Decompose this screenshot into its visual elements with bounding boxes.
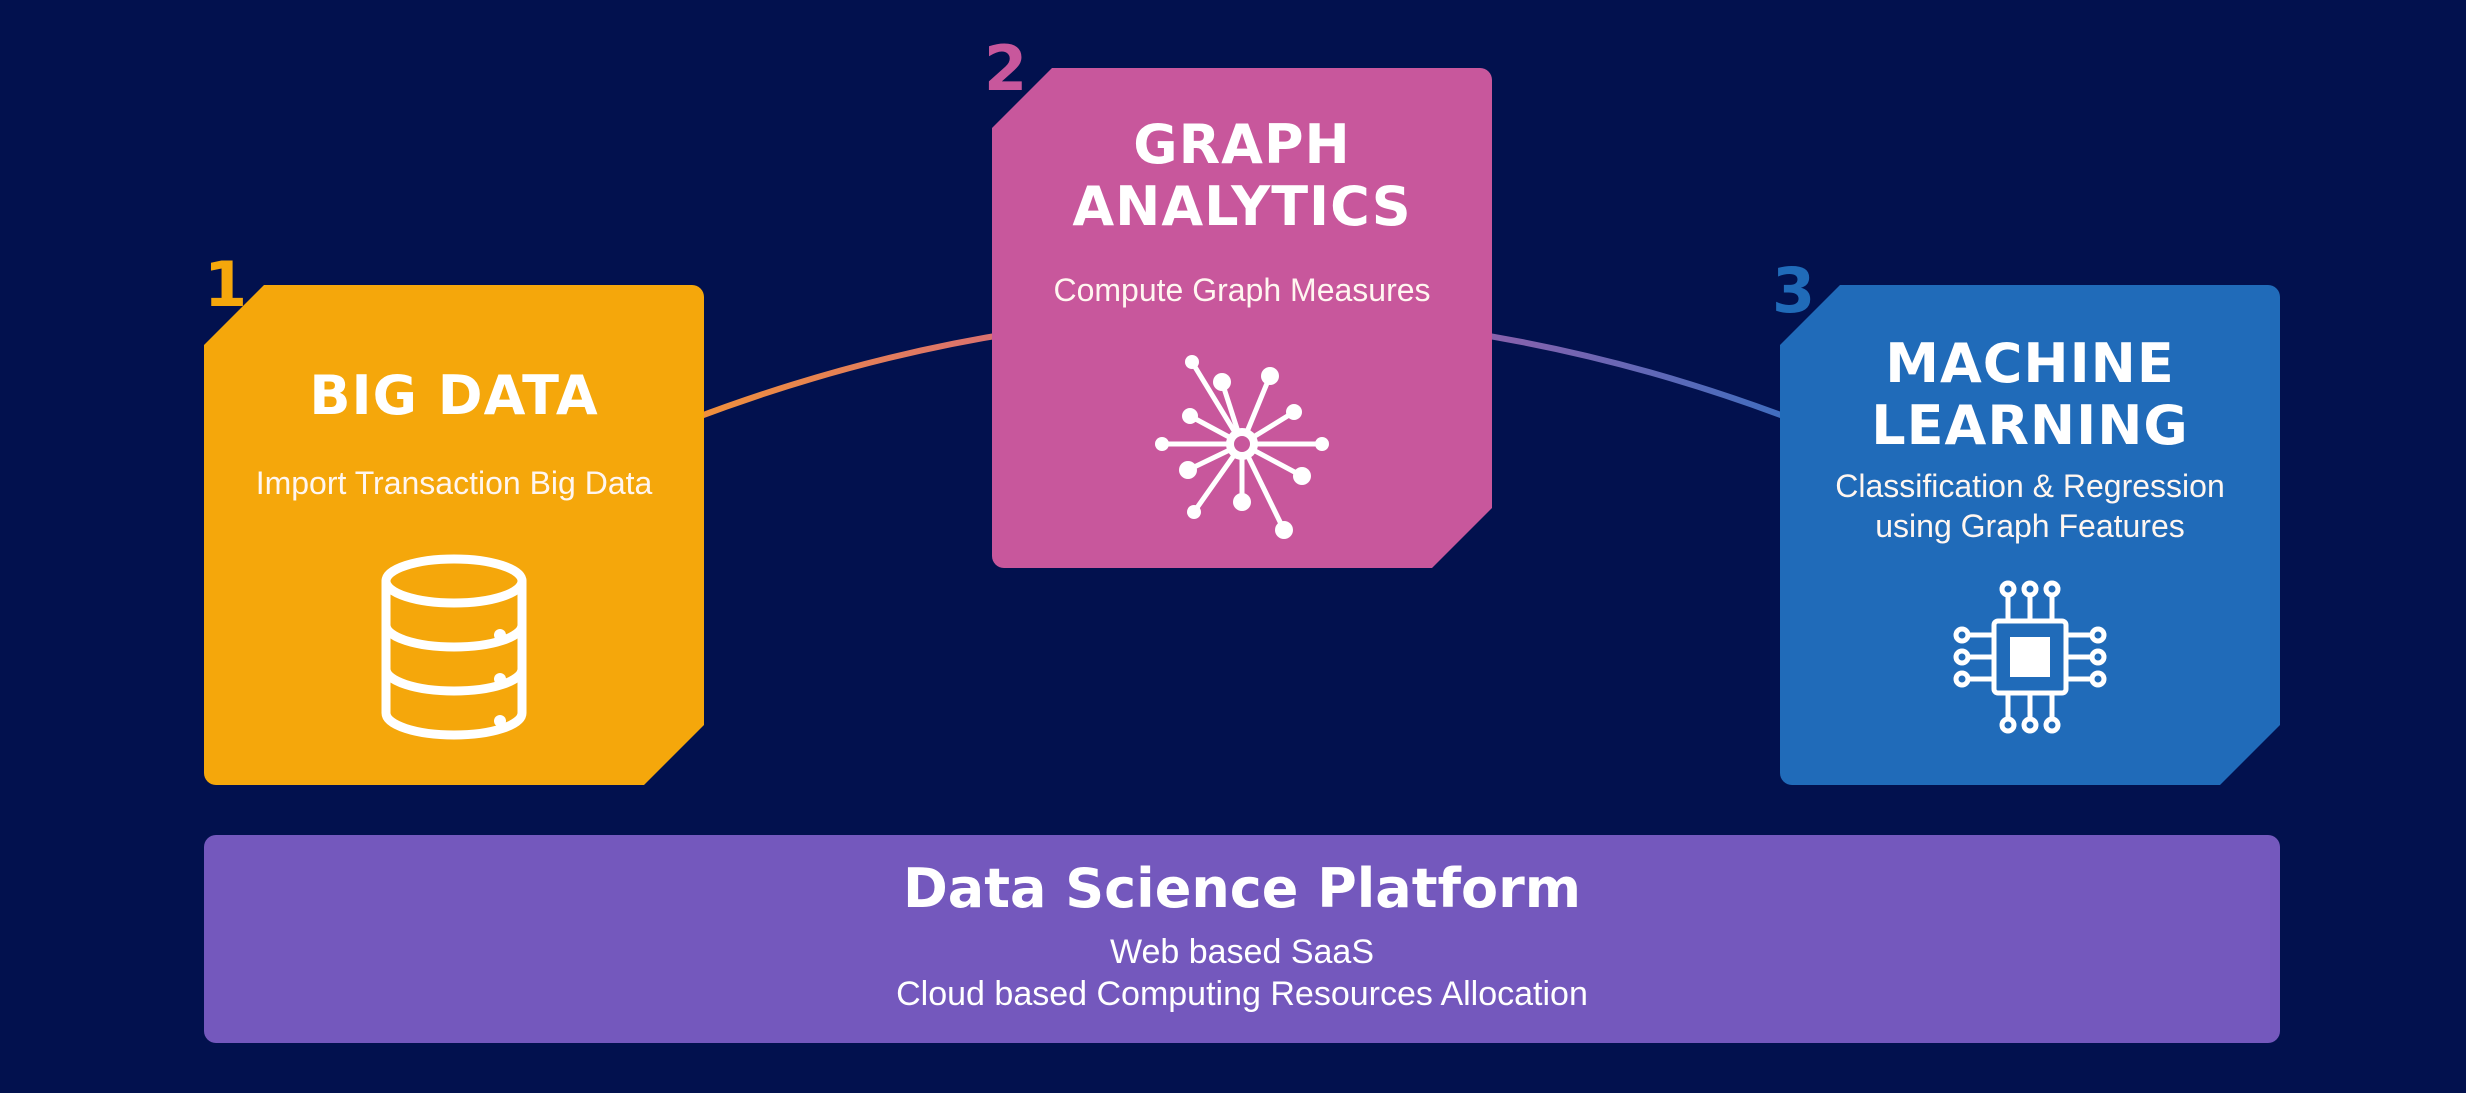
step-number-1: 1 bbox=[204, 248, 248, 321]
step-title-line2: ANALYTICS bbox=[1072, 175, 1412, 238]
step-subtitle: Compute Graph Measures bbox=[1053, 272, 1431, 308]
step-title-line2: LEARNING bbox=[1871, 394, 2189, 457]
step-subtitle-line1: Classification & Regression bbox=[1835, 468, 2225, 504]
platform-line-cloud: Cloud based Computing Resources Allocati… bbox=[896, 975, 1588, 1013]
database-icon bbox=[374, 553, 534, 747]
step-subtitle: Import Transaction Big Data bbox=[255, 465, 653, 501]
step-title: BIG DATA bbox=[309, 364, 599, 427]
step-title-line1: GRAPH bbox=[1133, 113, 1351, 176]
step-card-machine-learning: MACHINE LEARNING Classification & Regres… bbox=[1780, 285, 2280, 785]
step-card-graph-analytics: GRAPH ANALYTICS Compute Graph Measures bbox=[992, 68, 1492, 568]
step-number-3: 3 bbox=[1772, 254, 1816, 327]
platform-bar: Data Science Platform Web based SaaS Clo… bbox=[204, 835, 2280, 1043]
step-card-big-data: BIG DATA Import Transaction Big Data bbox=[204, 285, 704, 785]
step-title-line1: MACHINE bbox=[1885, 332, 2175, 395]
platform-title: Data Science Platform bbox=[902, 857, 1582, 920]
step-number-2: 2 bbox=[984, 32, 1028, 105]
cpu-chip-icon bbox=[1950, 577, 2110, 741]
network-graph-icon bbox=[1152, 352, 1332, 546]
step-subtitle-line2: using Graph Features bbox=[1875, 508, 2185, 544]
platform-line-saas: Web based SaaS bbox=[1110, 933, 1374, 971]
